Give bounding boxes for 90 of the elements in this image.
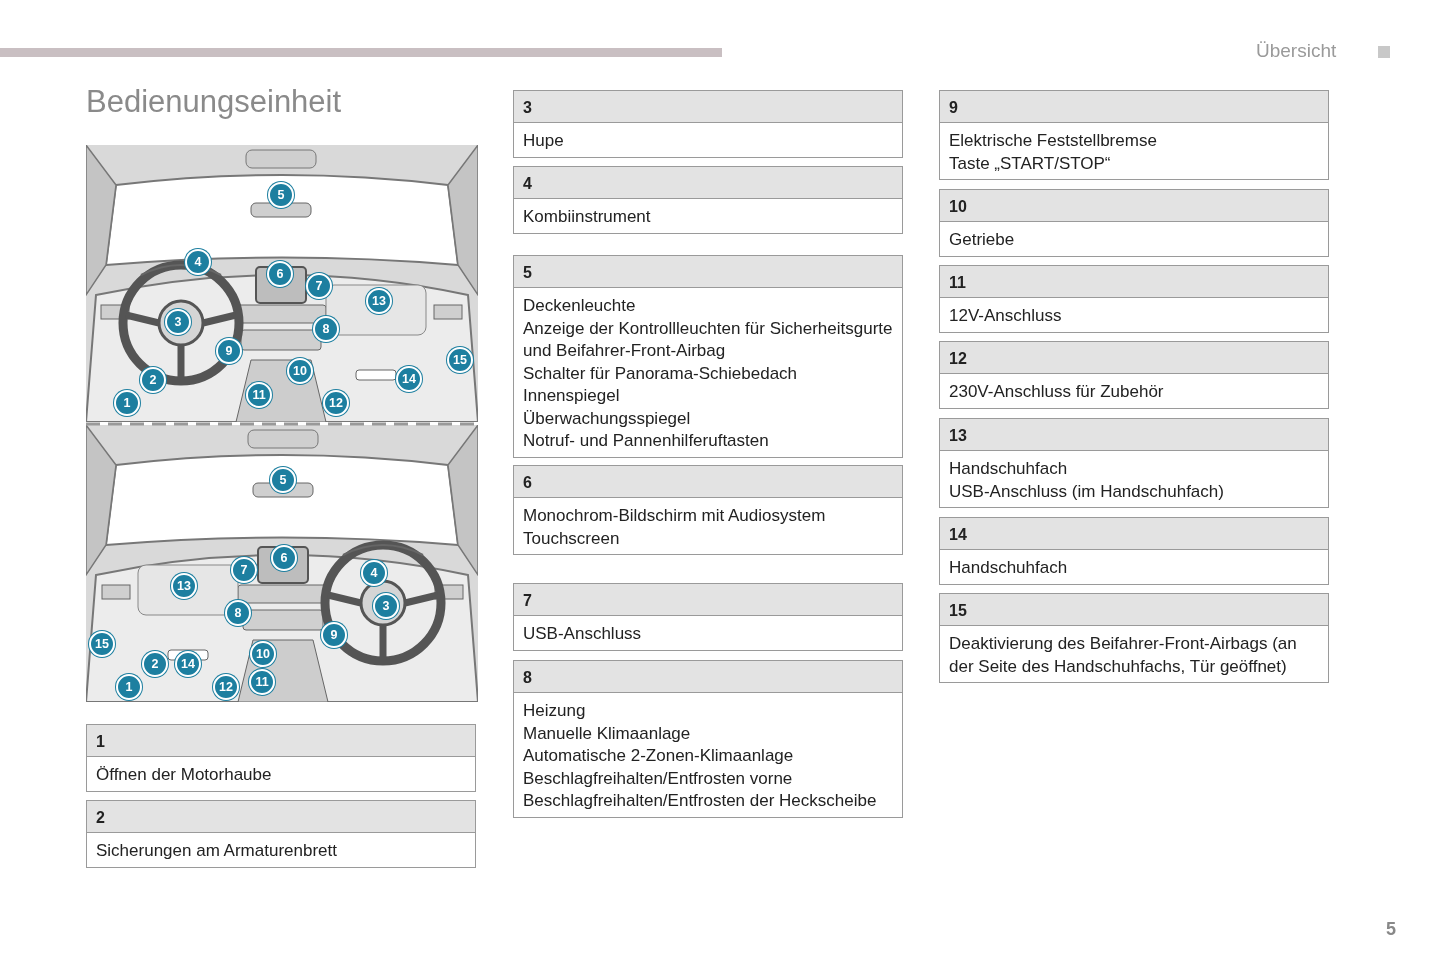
- page-title: Bedienungseinheit: [86, 84, 342, 120]
- callout-number: 5: [268, 182, 294, 208]
- callout-number: 12: [213, 674, 239, 700]
- callout-number: 1: [114, 390, 140, 416]
- number-header: 8: [514, 661, 902, 693]
- description-text: Manuelle Klimaanlage: [523, 722, 692, 745]
- callout-number: 6: [267, 261, 293, 287]
- callout-number: 1: [116, 674, 142, 700]
- callout-number: 11: [246, 382, 272, 408]
- info-card: [939, 418, 1329, 508]
- description-text: Innenspiegel: [523, 385, 621, 407]
- info-card: [513, 583, 903, 651]
- number-header: 12: [940, 342, 1328, 374]
- callout-number: 9: [321, 622, 347, 648]
- number-header: 2: [87, 801, 475, 833]
- number-header: 13: [940, 419, 1328, 451]
- callout-number: 7: [231, 557, 257, 583]
- info-card: [939, 593, 1329, 683]
- description-text: Deckenleuchte: [523, 295, 637, 317]
- description-text: Handschuhfach: [949, 458, 1069, 480]
- info-card: [513, 255, 903, 458]
- info-card: [513, 660, 903, 818]
- info-card: [513, 90, 903, 158]
- info-card: [513, 166, 903, 234]
- number-header: 14: [940, 518, 1328, 550]
- callout-number: 10: [250, 641, 276, 667]
- description-text: Hupe: [523, 130, 565, 152]
- description-text: Taste „START/STOP“: [949, 152, 1112, 175]
- callout-number: 14: [175, 651, 201, 677]
- description-text: Sicherungen am Armaturenbrett: [96, 840, 338, 862]
- callout-number: 6: [271, 545, 297, 571]
- description-text: Getriebe: [949, 229, 1016, 251]
- description-text: Elektrische Feststellbremse: [949, 130, 1158, 152]
- info-card: [939, 341, 1329, 409]
- description-text: Überwachungsspiegel: [523, 407, 692, 430]
- callout-number: 10: [287, 358, 313, 384]
- number-header: 9: [940, 91, 1328, 123]
- callout-number: 4: [361, 560, 387, 586]
- description-text: Notruf- und Pannenhilferuftasten: [523, 430, 770, 452]
- description-text: Anzeige der Kontrollleuchten für Sicherheitsgurte und Beifahrer-Front-Airbag: [523, 317, 893, 362]
- callout-number: 13: [171, 573, 197, 599]
- number-header: 10: [940, 190, 1328, 222]
- number-header: 4: [514, 167, 902, 199]
- description-text: Handschuhfach: [949, 557, 1069, 579]
- info-card: [86, 800, 476, 868]
- description-text: Beschlagfreihalten/Entfrosten vorne: [523, 767, 794, 790]
- number-header: 1: [87, 725, 475, 757]
- description-text: USB-Anschluss: [523, 623, 643, 645]
- description-text: Heizung: [523, 700, 587, 722]
- callout-number: 4: [185, 249, 211, 275]
- info-card: [939, 517, 1329, 585]
- number-header: 11: [940, 266, 1328, 298]
- info-card: [939, 90, 1329, 180]
- callout-number: 12: [323, 390, 349, 416]
- callout-number: 3: [165, 309, 191, 335]
- callout-number: 5: [270, 467, 296, 493]
- description-text: Öffnen der Motorhaube: [96, 764, 273, 786]
- description-text: Deaktivierung des Beifahrer-Front-Airbags (an der Seite des Handschuhfachs, Tür geöffnet): [949, 633, 1298, 678]
- callout-number: 11: [249, 669, 275, 695]
- description-text: 230V-Anschluss für Zubehör: [949, 381, 1165, 403]
- description-text: Automatische 2-Zonen-Klimaanlage: [523, 745, 795, 767]
- description-text: Monochrom-Bildschirm mit Audiosystem: [523, 505, 827, 527]
- section-header: Übersicht: [1256, 40, 1337, 62]
- callout-number: 8: [313, 316, 339, 342]
- info-card: [939, 189, 1329, 257]
- callout-number: 2: [142, 651, 168, 677]
- description-text: Beschlagfreihalten/Entfrosten der Heckscheibe: [523, 790, 878, 812]
- number-header: 5: [514, 256, 902, 288]
- info-card: [513, 465, 903, 555]
- description-text: 12V-Anschluss: [949, 305, 1063, 327]
- callout-number: 9: [216, 338, 242, 364]
- description-text: USB-Anschluss (im Handschuhfach): [949, 480, 1225, 503]
- callout-number: 7: [306, 273, 332, 299]
- description-text: Schalter für Panorama-Schiebedach: [523, 362, 799, 385]
- callout-number: 14: [396, 366, 422, 392]
- callout-number: 3: [373, 593, 399, 619]
- callout-number: 8: [225, 600, 251, 626]
- number-header: 6: [514, 466, 902, 498]
- callout-number: 2: [140, 367, 166, 393]
- callout-number: 15: [447, 347, 473, 373]
- number-header: 3: [514, 91, 902, 123]
- callout-number: 13: [366, 288, 392, 314]
- number-header: 15: [940, 594, 1328, 626]
- number-header: 7: [514, 584, 902, 616]
- description-text: Touchscreen: [523, 527, 621, 550]
- info-card: [939, 265, 1329, 333]
- callout-number: 15: [89, 631, 115, 657]
- info-card: [86, 724, 476, 792]
- page-number: 5: [1386, 919, 1396, 940]
- description-text: Kombiinstrument: [523, 206, 652, 228]
